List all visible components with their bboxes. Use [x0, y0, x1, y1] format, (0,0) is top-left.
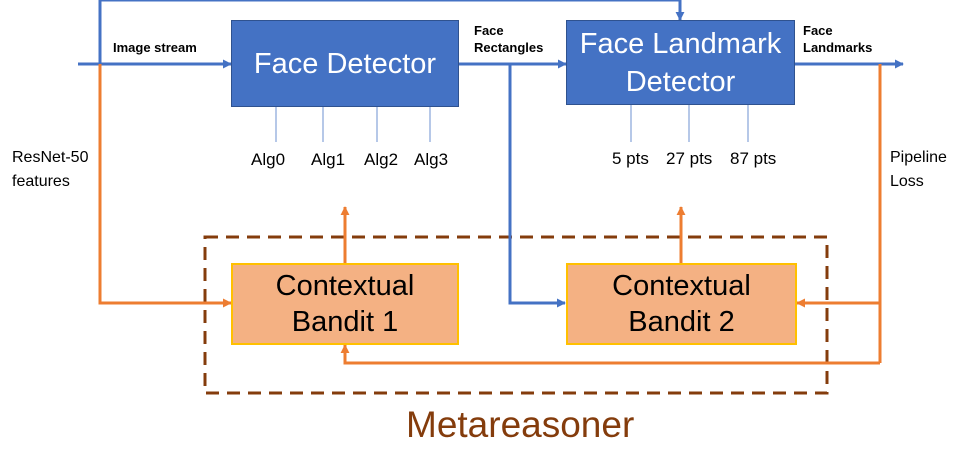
bandit-1-title-line-2: Bandit 1 — [291, 306, 399, 338]
face-rectangles-label: Face Rectangles — [474, 22, 543, 56]
alg1-label: Alg1 — [311, 150, 346, 169]
resnet-features-line-1: ResNet-50 — [12, 149, 89, 166]
image-stream-label: Image stream — [113, 40, 197, 55]
face-landmark-detector-box: Face Landmark Detector — [566, 20, 795, 105]
face-rectangles-line-1: Face — [474, 23, 504, 38]
metareasoner-label: Metareasoner — [406, 404, 635, 445]
bandit-2-title-line-1: Contextual — [612, 270, 751, 302]
alg0-label: Alg0 — [251, 150, 286, 169]
5pts-label: 5 pts — [612, 149, 649, 168]
face-landmarks-line-2: Landmarks — [803, 40, 873, 55]
87pts-label: 87 pts — [730, 149, 777, 168]
face-landmarks-label: Face Landmarks — [803, 22, 872, 56]
bandit-1-title-line-1: Contextual — [275, 270, 415, 302]
pipeline-loss-line-2: Loss — [890, 173, 924, 190]
contextual-bandit-1-box: Contextual Bandit 1 — [231, 263, 459, 345]
metareasoner-boundary — [203, 235, 829, 395]
resnet-features-line-2: features — [12, 173, 70, 190]
face-rectangles-line-2: Rectangles — [474, 40, 544, 55]
bandit-2-title-line-2: Bandit 2 — [628, 306, 735, 338]
face-landmark-title-line-2: Detector — [625, 65, 736, 98]
top-bypass-arrow — [98, 0, 685, 64]
resnet-features-arrow — [98, 64, 232, 308]
contextual-bandit-2-box: Contextual Bandit 2 — [566, 263, 797, 345]
rectangles-to-bandit-2-arrow — [508, 64, 566, 308]
face-landmark-title-line-1: Face Landmark — [579, 27, 782, 60]
resnet-features-label: ResNet-50 features — [12, 146, 88, 194]
alg3-label: Alg3 — [414, 150, 449, 169]
loss-to-bandit-1-arrow — [340, 344, 880, 365]
alg2-label: Alg2 — [364, 150, 399, 169]
face-landmarks-line-1: Face — [803, 23, 833, 38]
face-detector-box: Face Detector — [231, 20, 459, 107]
face-detector-title: Face Detector — [253, 47, 437, 80]
pipeline-loss-line-1: Pipeline — [890, 149, 947, 166]
27pts-label: 27 pts — [666, 149, 713, 168]
pipeline-loss-label: Pipeline Loss — [890, 146, 947, 194]
